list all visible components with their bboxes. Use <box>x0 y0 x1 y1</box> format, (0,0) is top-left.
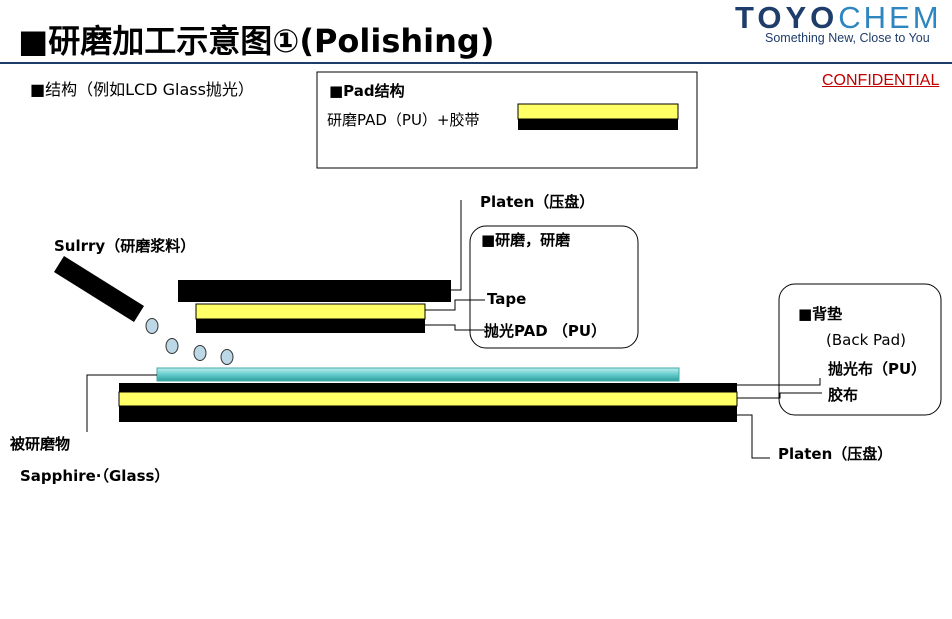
callout-polish-cloth: 抛光布（PU） <box>828 360 927 378</box>
toyochem-logo: TOYOCHEM <box>735 0 942 36</box>
back-pad-cloth-layer <box>119 383 737 392</box>
callout-adhesive: 胶布 <box>828 386 859 404</box>
slurry-drop <box>220 349 234 365</box>
structure-label: ■结构（例如LCD Glass抛光） <box>30 80 254 99</box>
callout-backpad-title: ■背垫 <box>798 305 843 323</box>
adhesive-layer <box>118 391 738 407</box>
slurry-drop <box>193 345 207 361</box>
label-tape: Tape <box>487 290 527 308</box>
tape-layer <box>195 303 426 320</box>
label-workpiece: 被研磨物 <box>10 435 71 453</box>
leader-platen-top <box>451 200 462 291</box>
logo-thin: CHEM <box>838 0 942 35</box>
top-platen <box>178 280 451 302</box>
pad-structure-box <box>316 71 698 169</box>
bottom-platen <box>119 406 737 422</box>
leader-platen-bottom <box>737 414 770 459</box>
callout-backpad-box <box>778 283 942 416</box>
polishing-pad-layer <box>196 319 425 333</box>
slurry-drop <box>165 338 179 354</box>
slurry-drop <box>145 318 159 334</box>
leader-adhesive <box>737 392 822 399</box>
slurry-nozzle <box>54 256 144 322</box>
leader-pad <box>425 324 485 331</box>
label-platen-top: Platen（压盘） <box>480 193 595 211</box>
pad-structure-title: ■Pad结构 <box>329 82 405 100</box>
callout-backpad-sub: (Back Pad) <box>826 331 906 349</box>
page-title: ■研磨加工示意图①(Polishing) <box>18 22 495 60</box>
logo-bold: TOYO <box>735 0 839 35</box>
label-polish-pad: 抛光PAD （PU） <box>484 322 607 340</box>
pad-structure-desc: 研磨PAD（PU）+胶带 <box>327 111 480 129</box>
label-sapphire: Sapphire·（Glass） <box>20 467 170 485</box>
pad-sample-black <box>518 119 678 130</box>
logo-tagline: Something New, Close to You <box>765 31 930 45</box>
leader-cloth <box>737 378 821 386</box>
callout-polish-title: ■研磨，研磨 <box>481 231 571 249</box>
confidential-label: CONFIDENTIAL <box>822 72 940 89</box>
header-divider <box>0 62 952 64</box>
glass-workpiece <box>156 367 680 382</box>
leader-workpiece <box>86 374 157 432</box>
label-platen-bottom: Platen（压盘） <box>778 445 893 463</box>
callout-polish-box <box>469 225 639 349</box>
label-slurry: Sulrry（研磨浆料） <box>54 237 196 255</box>
pad-sample-yellow <box>517 103 679 120</box>
